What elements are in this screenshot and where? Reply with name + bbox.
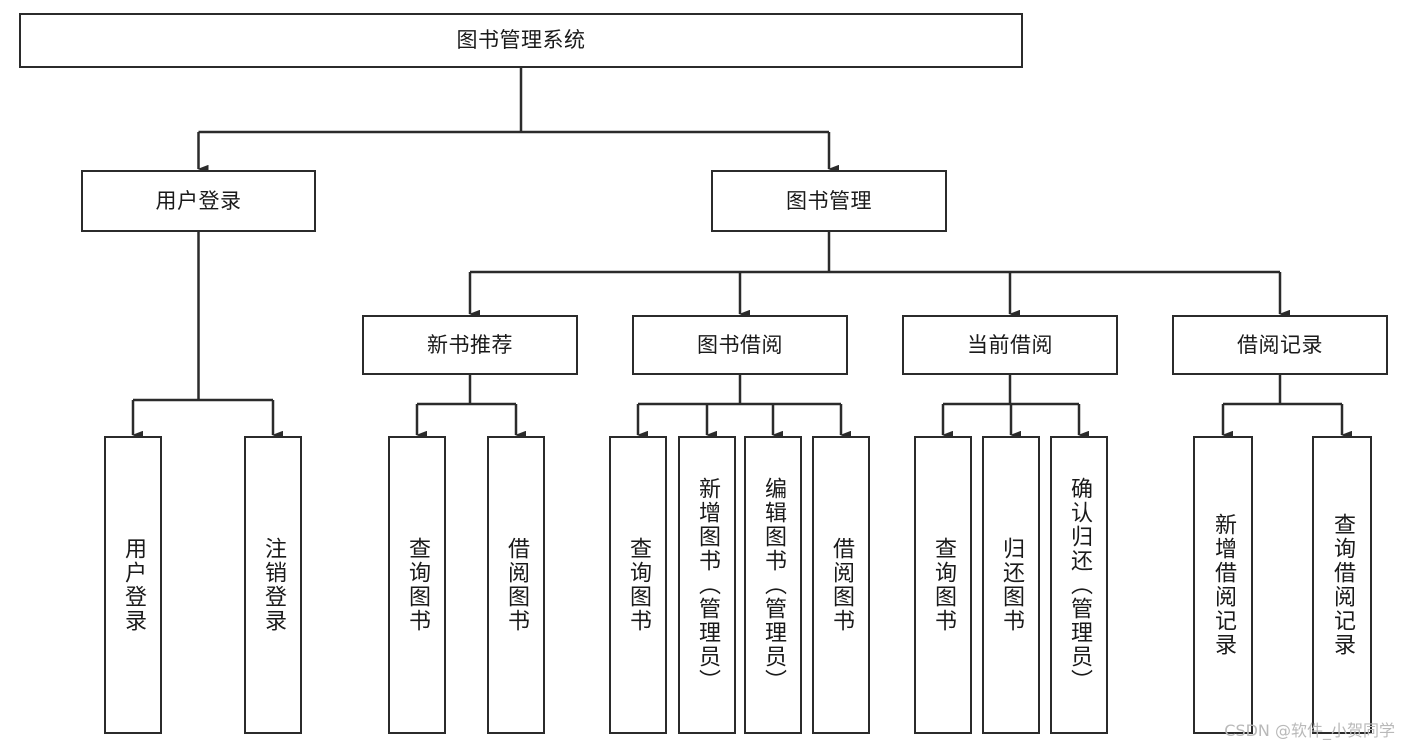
node-leaf-records-2[interactable]: 查询借阅记录 bbox=[1312, 436, 1372, 734]
node-label: 图书管理 bbox=[786, 188, 872, 213]
node-leaf-current-2[interactable]: 归还图书 bbox=[982, 436, 1040, 734]
node-label: 借阅图书 bbox=[504, 537, 529, 633]
node-leaf-current-1[interactable]: 查询图书 bbox=[914, 436, 972, 734]
node-label: 当前借阅 bbox=[967, 332, 1053, 357]
node-label: 借阅记录 bbox=[1237, 332, 1323, 357]
edge-layer bbox=[131, 68, 1352, 440]
node-leaf-current-3[interactable]: 确认归还（管理员） bbox=[1050, 436, 1108, 734]
node-leaf-records-1[interactable]: 新增借阅记录 bbox=[1193, 436, 1253, 734]
node-label: 查询图书 bbox=[405, 537, 430, 633]
node-leaf-newbook-1[interactable]: 查询图书 bbox=[388, 436, 446, 734]
node-bookmgmt[interactable]: 图书管理 bbox=[711, 170, 947, 232]
node-label: 用户登录 bbox=[155, 188, 242, 213]
node-label: 确认归还（管理员） bbox=[1067, 477, 1092, 693]
node-current[interactable]: 当前借阅 bbox=[902, 315, 1118, 375]
node-leaf-borrow-2[interactable]: 新增图书（管理员） bbox=[678, 436, 736, 734]
node-leaf-login-2[interactable]: 注销登录 bbox=[244, 436, 302, 734]
node-label: 新增借阅记录 bbox=[1211, 513, 1236, 657]
node-root[interactable]: 图书管理系统 bbox=[19, 13, 1023, 68]
node-label: 查询借阅记录 bbox=[1330, 513, 1355, 657]
node-label: 新书推荐 bbox=[427, 332, 513, 357]
node-label: 编辑图书（管理员） bbox=[761, 477, 786, 693]
node-label: 查询图书 bbox=[931, 537, 956, 633]
node-leaf-borrow-1[interactable]: 查询图书 bbox=[609, 436, 667, 734]
node-label: 图书管理系统 bbox=[456, 28, 586, 53]
node-label: 归还图书 bbox=[999, 537, 1024, 633]
node-label: 新增图书（管理员） bbox=[695, 477, 720, 693]
node-borrow[interactable]: 图书借阅 bbox=[632, 315, 848, 375]
node-label: 用户登录 bbox=[121, 537, 146, 633]
node-label: 借阅图书 bbox=[829, 537, 854, 633]
node-leaf-borrow-3[interactable]: 编辑图书（管理员） bbox=[744, 436, 802, 734]
node-label: 图书借阅 bbox=[697, 332, 783, 357]
node-login[interactable]: 用户登录 bbox=[81, 170, 316, 232]
node-records[interactable]: 借阅记录 bbox=[1172, 315, 1388, 375]
node-leaf-login-1[interactable]: 用户登录 bbox=[104, 436, 162, 734]
node-leaf-borrow-4[interactable]: 借阅图书 bbox=[812, 436, 870, 734]
watermark-label: CSDN @软件_小贺同学 bbox=[1224, 721, 1395, 740]
node-newbook[interactable]: 新书推荐 bbox=[362, 315, 578, 375]
node-label: 查询图书 bbox=[626, 537, 651, 633]
node-leaf-newbook-2[interactable]: 借阅图书 bbox=[487, 436, 545, 734]
node-label: 注销登录 bbox=[261, 537, 286, 633]
